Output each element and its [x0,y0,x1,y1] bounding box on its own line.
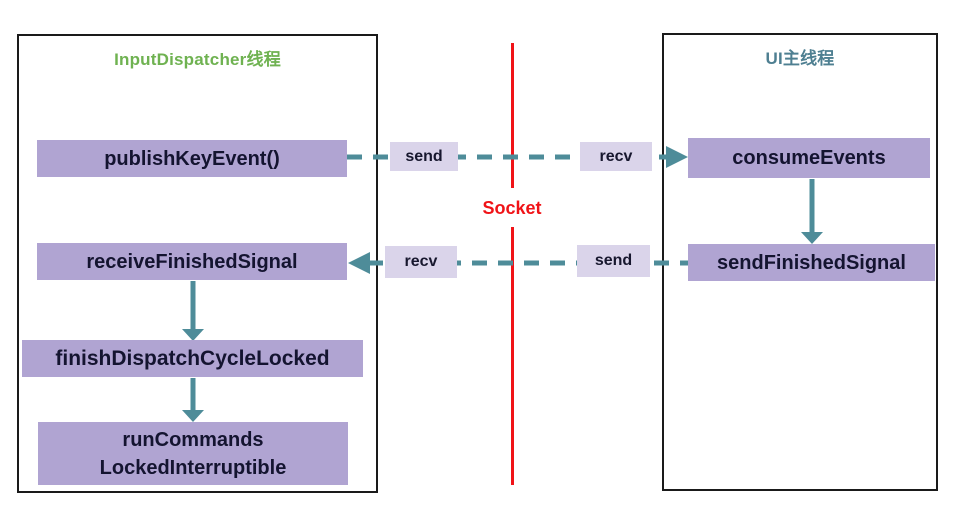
arrowhead-right-icon [666,146,688,168]
edge-label-send-top: send [390,142,458,171]
edge-label-recv-top: recv [580,142,652,171]
node-finish-dispatch-cycle-locked: finishDispatchCycleLocked [22,340,363,377]
node-consume-events: consumeEvents [688,138,930,178]
node-send-finished-signal: sendFinishedSignal [688,244,935,281]
arrowhead-down-icon [801,232,823,244]
panel-title-input-dispatcher: InputDispatcher线程 [114,50,281,69]
socket-label: Socket [482,198,542,218]
node-publish-key-event: publishKeyEvent() [37,140,347,177]
arrowhead-left-icon [348,252,370,274]
node-receive-finished-signal: receiveFinishedSignal [37,243,347,280]
panel-title-ui-main: UI主线程 [765,49,835,68]
arrowhead-down-icon [182,329,204,341]
arrowhead-down-icon [182,410,204,422]
edge-label-send-bottom: send [577,245,650,277]
edge-label-recv-bottom: recv [385,246,457,278]
node-run-commands-locked-interruptible: runCommands LockedInterruptible [38,422,348,485]
